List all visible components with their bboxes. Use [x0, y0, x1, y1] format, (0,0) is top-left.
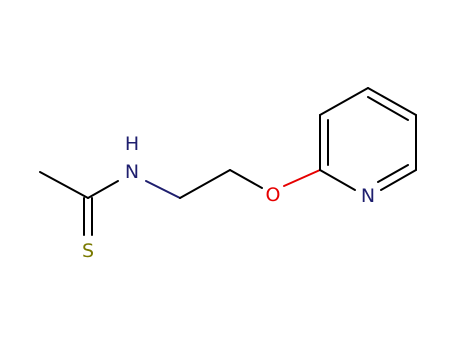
bond-c8-n2 [380, 169, 417, 191]
ether-oxygen-label: O [266, 184, 281, 206]
bond-c6-c7 [367, 87, 417, 116]
bonds [39, 87, 417, 236]
atom-labels: S H N O N [82, 133, 375, 262]
bond-c5-c6 [319, 87, 369, 116]
amide-nitrogen-label: N [125, 161, 139, 183]
bond-n-c2 [145, 180, 181, 199]
bond-methyl-c1 [39, 171, 89, 199]
bond-n2-c4 [319, 169, 356, 191]
amide-hydrogen-label: H [125, 133, 139, 155]
ring-nitrogen-label: N [361, 185, 375, 207]
bond-c6-c7-inner [367, 96, 409, 121]
bond-c3-o [229, 169, 263, 189]
bond-c1-n [87, 180, 119, 199]
bond-o-c4 [283, 169, 321, 187]
bond-c2-c3 [179, 169, 231, 199]
thione-sulfur-label: S [82, 240, 94, 262]
bond-c8-n2-inner [377, 164, 409, 183]
